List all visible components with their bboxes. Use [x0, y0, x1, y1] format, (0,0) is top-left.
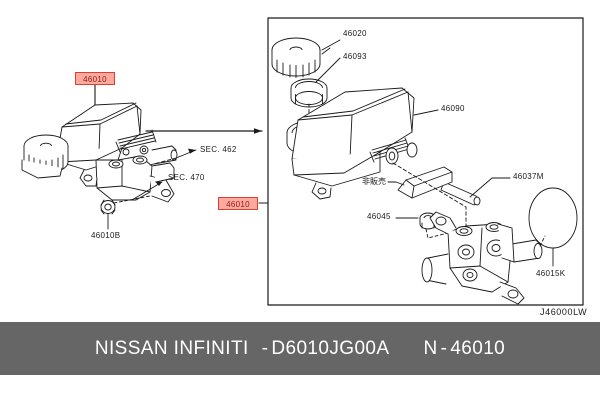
- banner-ref-prefix: N: [423, 337, 438, 359]
- part-tag-46010-section[interactable]: 46010: [218, 197, 258, 210]
- label-46015K: 46015K: [536, 269, 566, 278]
- banner-ref-number: 46010: [450, 337, 506, 359]
- leader-46037M: [469, 177, 511, 198]
- leader-not-for-sale: [387, 181, 405, 186]
- label-46045: 46045: [367, 212, 391, 221]
- part-tag-46010-main[interactable]: 46010: [75, 72, 115, 85]
- part-46010B-nut: [100, 195, 151, 230]
- part-master-cylinder-body: [421, 211, 543, 305]
- label-46093: 46093: [343, 52, 367, 61]
- part-46093-seal: [290, 78, 328, 108]
- banner-separator: -: [261, 337, 269, 359]
- technical-drawing: [21, 17, 584, 306]
- oring-outline: [528, 187, 578, 249]
- part-46090-reservoir: [286, 87, 418, 200]
- axis-46045: [425, 228, 453, 239]
- banner-brand-text: NISSAN INFINITI: [94, 337, 249, 359]
- banner-ref-separator: -: [440, 337, 448, 359]
- explode-arrow: [145, 128, 263, 134]
- leader-46093: [315, 57, 341, 83]
- leader-sec-462: [149, 148, 197, 166]
- label-sec-462: SEC. 462: [200, 145, 237, 154]
- axis-46015K: [539, 235, 546, 247]
- label-46010B: 46010B: [91, 231, 121, 240]
- label-46037M: 46037M: [513, 172, 544, 181]
- label-sec-470: SEC. 470: [168, 173, 205, 182]
- banner-content: NISSAN INFINITI - D6010JG00A N - 46010: [95, 338, 505, 360]
- leader-46020: [321, 39, 341, 51]
- label-not-for-sale: 非販売: [362, 177, 386, 186]
- brand-banner: NISSAN INFINITI - D6010JG00A N - 46010: [0, 322, 600, 375]
- diagram-canvas: 46010 46010 SEC. 462 SEC. 470 46010B 460…: [21, 17, 588, 317]
- drawing-code: J46000LW: [540, 307, 588, 317]
- leader-46090: [413, 109, 439, 116]
- part-46037M-pin: [440, 181, 481, 206]
- assembled-master-cylinder: [21, 102, 178, 203]
- banner-part-number: D6010JG00A: [271, 337, 390, 359]
- part-46020-cap: [271, 37, 331, 78]
- label-46090: 46090: [441, 104, 465, 113]
- part-46015K-oring: [528, 187, 578, 249]
- leader-sec-470: [131, 181, 163, 201]
- label-46020: 46020: [343, 29, 367, 38]
